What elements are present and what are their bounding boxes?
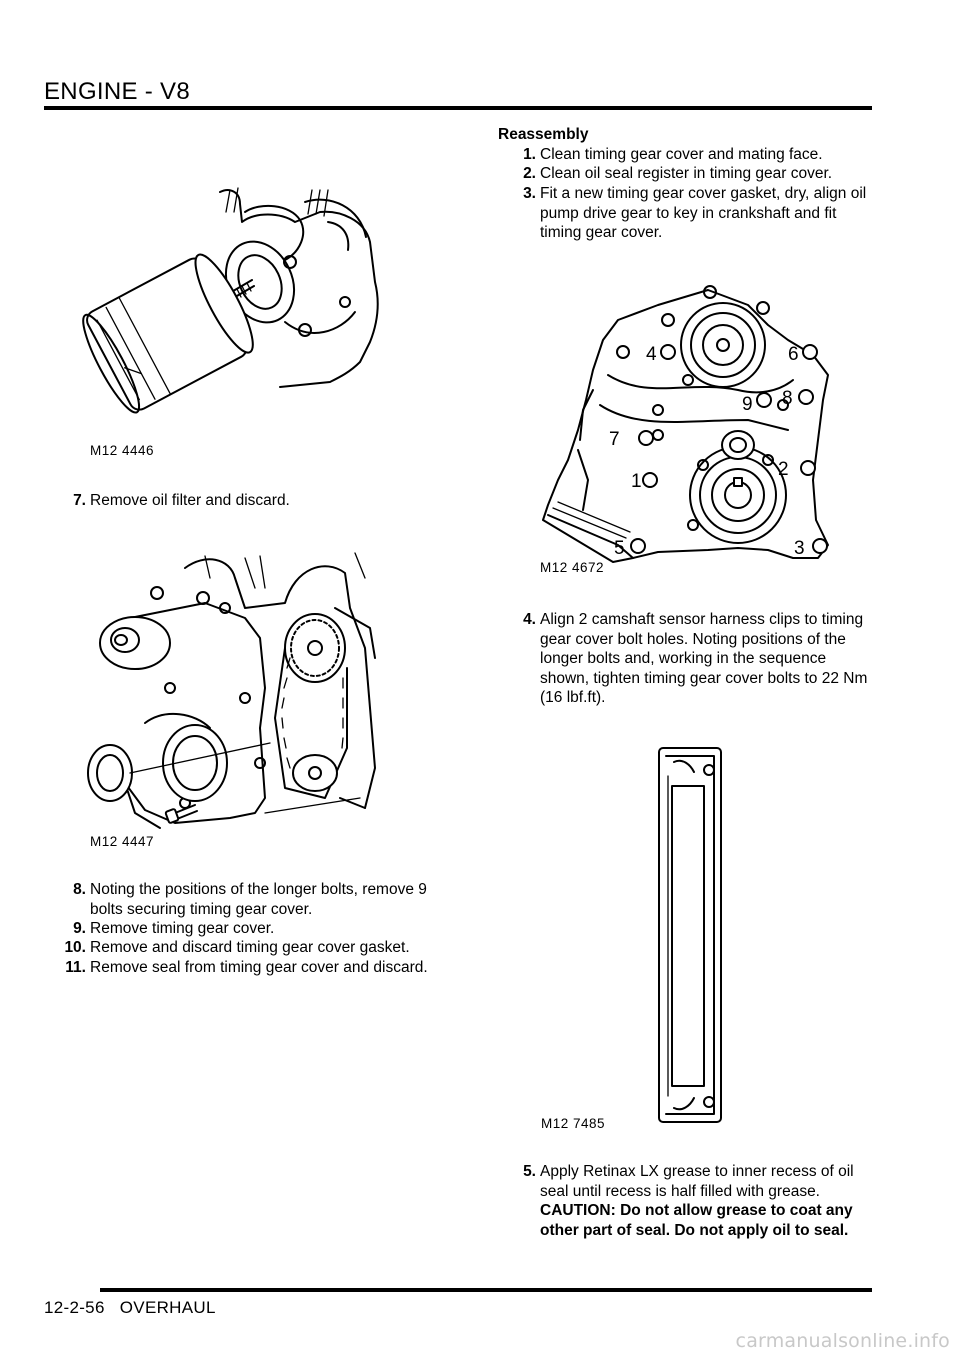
reassembly-step-2-number: 2. [523,165,536,182]
step-10-text: Remove and discard timing gear cover gas… [90,939,410,956]
step-7-number: 7. [73,492,86,509]
gasket-illustration [658,747,722,1123]
bolt-sequence-illustration: 1 2 3 4 5 6 7 8 9 [542,285,829,563]
reassembly-step-2-text: Clean oil seal register in timing gear c… [540,165,833,182]
bolt-callout-3: 3 [794,538,805,559]
reassembly-step-3: 3. Fit a new timing gear cover gasket, d… [494,184,874,243]
reassembly-step-4-text: Align 2 camshaft sensor harness clips to… [540,611,868,706]
step-11: 11. Remove seal from timing gear cover a… [44,958,444,978]
reassembly-step-1-text: Clean timing gear cover and mating face. [540,146,823,163]
page-header-title: ENGINE - V8 [44,78,190,105]
watermark: carmanualsonline.info [735,1330,950,1352]
oil-filter-illustration [82,187,379,414]
timing-gears-illustration [87,552,376,829]
step-8-text: Noting the positions of the longer bolts… [90,881,427,918]
step-9-number: 9. [73,920,86,937]
bolt-callout-4: 4 [646,344,657,365]
reassembly-heading: Reassembly [498,126,589,143]
reassembly-step-2: 2. Clean oil seal register in timing gea… [494,164,874,184]
bolt-callout-5: 5 [614,538,625,559]
figure-label-timing-gears: M12 4447 [90,834,155,849]
page-footer: 12-2-56 OVERHAUL [44,1298,216,1318]
header-rule [44,106,872,110]
step-9-text: Remove timing gear cover. [90,920,275,937]
footer-rule [100,1288,872,1292]
step-11-text: Remove seal from timing gear cover and d… [90,959,428,976]
reassembly-step-5: 5. Apply Retinax LX grease to inner rece… [494,1162,876,1240]
reassembly-step-1: 1. Clean timing gear cover and mating fa… [494,145,874,165]
figure-label-gasket: M12 7485 [541,1116,606,1131]
bolt-callout-2: 2 [778,459,789,480]
figure-label-oil-filter: M12 4446 [90,443,155,458]
step-10-number: 10. [64,939,86,956]
step-9: 9. Remove timing gear cover. [44,919,444,939]
bolt-callout-1: 1 [631,471,642,492]
bolt-callout-6: 6 [788,344,799,365]
bolt-callout-7: 7 [609,429,620,450]
step-7: 7. Remove oil filter and discard. [44,491,444,511]
reassembly-step-1-number: 1. [523,146,536,163]
step-10: 10. Remove and discard timing gear cover… [44,938,444,958]
reassembly-step-5-number: 5. [523,1163,536,1180]
step-11-number: 11. [65,959,86,976]
step-8: 8. Noting the positions of the longer bo… [44,880,444,919]
reassembly-step-5-instruction: Apply Retinax LX grease to inner recess … [540,1163,854,1200]
reassembly-step-3-number: 3. [523,185,536,202]
reassembly-step-4: 4. Align 2 camshaft sensor harness clips… [494,610,876,708]
reassembly-step-3-text: Fit a new timing gear cover gasket, dry,… [540,185,867,241]
footer-section: OVERHAUL [119,1298,216,1317]
page-number: 12-2-56 [44,1298,105,1317]
step-7-text: Remove oil filter and discard. [90,492,290,509]
bolt-callout-8: 8 [782,388,793,409]
bolt-callout-9: 9 [742,394,753,415]
caution-note: CAUTION: Do not allow grease to coat any… [540,1202,853,1239]
step-8-number: 8. [73,881,86,898]
reassembly-step-5-text: Apply Retinax LX grease to inner recess … [540,1162,876,1240]
figure-label-bolt-sequence: M12 4672 [540,560,605,575]
reassembly-step-4-number: 4. [523,611,536,628]
